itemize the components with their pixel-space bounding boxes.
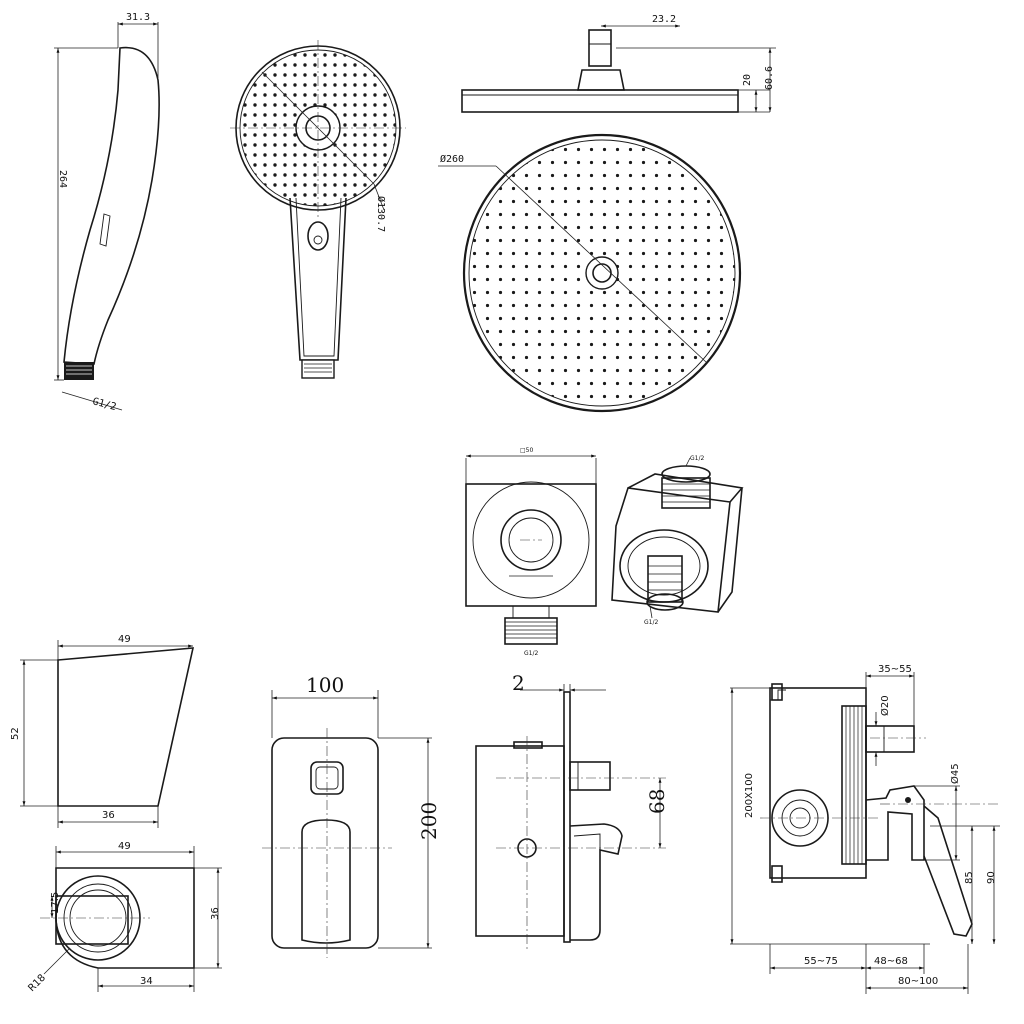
- label-elbow-thread-top: G1/2: [690, 455, 704, 462]
- valve-body-view: [730, 672, 1000, 994]
- dim-bracket-top: 49: [118, 634, 131, 645]
- dim-rain-arm-offset: 23.2: [652, 14, 676, 25]
- dim-hand-length: 264: [57, 170, 68, 188]
- dim-plan-width: 49: [118, 841, 131, 852]
- dim-valve-handle: Ø45: [949, 763, 961, 784]
- dim-valve-height-a: 85: [964, 871, 975, 884]
- dim-valve-box: 200X100: [744, 773, 755, 818]
- bracket-plan-view: [40, 846, 222, 992]
- dim-valve-outlet-length: 35~55: [878, 664, 912, 675]
- dim-mixer-plate: 2: [512, 671, 525, 695]
- dim-bracket-height: 52: [10, 727, 21, 740]
- dim-trim-width: 100: [306, 673, 344, 697]
- dim-hand-width: 31.3: [126, 12, 150, 23]
- dim-plan-offset: 17.5: [50, 892, 61, 914]
- hand-shower-front-view: [230, 40, 406, 379]
- dim-rain-diameter: Ø260: [440, 153, 464, 165]
- dim-valve-outlet-dia: Ø20: [879, 695, 891, 716]
- bracket-side-view: [20, 640, 195, 828]
- dim-valve-depth-total: 80~100: [898, 976, 938, 987]
- label-elbow-thread-bottom: G1/2: [524, 650, 538, 657]
- dim-trim-height: 200: [417, 802, 441, 840]
- dim-mixer-spacing: 68: [645, 789, 669, 814]
- dim-plan-base: 34: [140, 976, 153, 987]
- dim-hand-diameter: Ø130.7: [375, 196, 387, 232]
- label-hand-thread: G1/2: [91, 396, 117, 413]
- rain-head-front-view: [438, 133, 742, 413]
- dim-valve-depth-a: 55~75: [804, 956, 838, 967]
- wall-elbow-front-view: [465, 454, 597, 645]
- dim-plan-radius: R18: [26, 972, 48, 994]
- trim-plate-front-view: [262, 690, 432, 958]
- mixer-side-view: [475, 684, 666, 950]
- dim-plan-depth: 36: [210, 907, 221, 920]
- hand-shower-side-view: [54, 22, 160, 411]
- label-elbow-thread-side: G1/2: [644, 619, 658, 626]
- dim-rain-thickness: 20: [742, 74, 753, 86]
- wall-elbow-iso-view: [611, 457, 744, 619]
- dim-bracket-bottom: 36: [102, 810, 115, 821]
- dim-elbow-width: □50: [520, 447, 533, 454]
- dim-valve-depth-b: 48~68: [874, 956, 908, 967]
- dim-rain-height: 60.6: [764, 66, 775, 90]
- rain-head-side-view: [461, 24, 776, 113]
- dim-valve-height-b: 90: [986, 871, 997, 884]
